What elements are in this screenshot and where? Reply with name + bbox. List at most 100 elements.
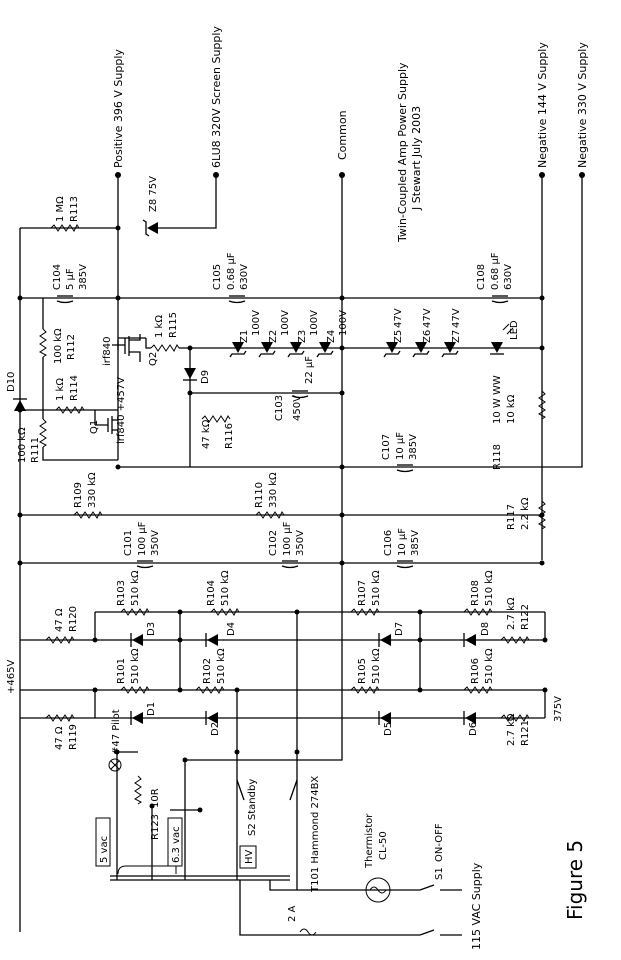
r115-name: R115 bbox=[168, 312, 179, 338]
c104-rating: 385V bbox=[78, 264, 89, 290]
c102-rating: 350V bbox=[295, 530, 306, 556]
c102-name: C102 bbox=[268, 530, 279, 556]
s1-value: ON-OFF bbox=[434, 823, 445, 862]
r107-value: 510 kΩ bbox=[371, 570, 382, 606]
c101-rating: 350V bbox=[150, 530, 161, 556]
c107: C107 10 µF 385V bbox=[381, 432, 419, 473]
c101-name: C101 bbox=[123, 530, 134, 556]
r119-value: 47 Ω bbox=[54, 726, 65, 750]
z6-name: Z6 bbox=[422, 330, 433, 343]
mains-label: 115 VAC Supply bbox=[470, 862, 483, 950]
d2: D2 bbox=[205, 710, 221, 736]
c103-name: C103 bbox=[274, 395, 285, 421]
r105-value: 510 kΩ bbox=[371, 648, 382, 684]
c108-rating: 630V bbox=[503, 264, 514, 290]
d5-label: D5 bbox=[383, 722, 394, 736]
r102-name: R102 bbox=[202, 658, 213, 684]
r113-name: R113 bbox=[69, 196, 80, 222]
c107-rating: 385V bbox=[408, 434, 419, 460]
s1-switch: S1 ON-OFF bbox=[434, 823, 445, 880]
r120-name: R120 bbox=[68, 606, 79, 632]
d10-label: D10 bbox=[6, 372, 17, 392]
q2-mosfet: irf840 Q2 bbox=[102, 334, 159, 366]
r113-value: 1 MΩ bbox=[55, 196, 66, 222]
q1-name: Q1 bbox=[89, 420, 100, 434]
r120-value: 47 Ω bbox=[54, 608, 65, 632]
q2-part: irf840 bbox=[102, 337, 113, 367]
q2-name: Q2 bbox=[148, 352, 159, 366]
r108: R108 510 kΩ bbox=[463, 570, 495, 616]
d7: D7 bbox=[378, 622, 405, 648]
secondary-63vac: 6.3 vac bbox=[167, 817, 183, 867]
r112-value: 100 kΩ bbox=[53, 328, 64, 364]
d3: D3 bbox=[130, 622, 157, 648]
r123-name: R123 bbox=[150, 814, 161, 840]
terminal-common: Common bbox=[336, 110, 349, 178]
z6: Z6 47V bbox=[412, 308, 433, 358]
d6-label: D6 bbox=[468, 722, 479, 736]
r107: R107 510 kΩ bbox=[350, 570, 382, 616]
r123: R123 10R bbox=[134, 775, 161, 840]
terminal-neg330: Negative 330 V Supply bbox=[576, 42, 589, 178]
z2-name: Z2 bbox=[268, 330, 279, 343]
z8: Z8 75V bbox=[142, 176, 159, 237]
r118-name: R118 bbox=[492, 444, 503, 470]
z8-label: Z8 75V bbox=[148, 176, 159, 212]
pilot-label: #47 Pilot bbox=[111, 709, 122, 755]
r105: R105 510 kΩ bbox=[350, 648, 382, 694]
z3: Z3 100V bbox=[287, 310, 320, 358]
secondary-hv: HV bbox=[239, 845, 257, 869]
r121: 2.7 kΩ R121 bbox=[500, 713, 531, 746]
d9-label: D9 bbox=[200, 370, 211, 384]
r121-name: R121 bbox=[520, 720, 531, 746]
r101-value: 510 kΩ bbox=[130, 648, 141, 684]
r112-name: R112 bbox=[66, 334, 77, 360]
r112: 100 kΩ R112 bbox=[39, 298, 77, 410]
r103-name: R103 bbox=[116, 580, 127, 606]
c104-value: 5 µF bbox=[65, 268, 76, 290]
r110-name: R110 bbox=[254, 482, 265, 508]
sechv-label: HV bbox=[244, 849, 255, 864]
led-label: LED bbox=[509, 320, 520, 340]
r111-name: R111 bbox=[30, 437, 41, 463]
c107-value: 10 µF bbox=[395, 432, 406, 460]
r114: 1 kΩ R114 bbox=[55, 375, 85, 414]
d7-label: D7 bbox=[394, 622, 405, 636]
q1-mosfet: Q1 irf840 +457V bbox=[89, 377, 127, 444]
s1-name: S1 bbox=[434, 867, 445, 880]
q1-part: irf840 +457V bbox=[116, 377, 127, 444]
c105: C105 0.68 µF 630V bbox=[212, 252, 250, 304]
supply-terminals: Positive 396 V Supply 6LU8 320V Screen S… bbox=[112, 26, 589, 178]
r118: 10 W WW 10 kΩ R118 bbox=[492, 375, 546, 470]
secondary-5vac: 5 vac bbox=[95, 817, 111, 867]
z4-name: Z4 bbox=[326, 330, 337, 343]
r111: 100 kΩ R111 bbox=[17, 410, 118, 463]
z1-name: Z1 bbox=[239, 330, 250, 343]
wiring bbox=[19, 175, 583, 936]
r121-value: 2.7 kΩ bbox=[506, 713, 517, 746]
c105-value: 0.68 µF bbox=[226, 252, 237, 290]
r123-value: 10R bbox=[150, 788, 161, 808]
pilot-lamp: #47 Pilot bbox=[108, 709, 122, 772]
r117-value: 2.2 kΩ bbox=[520, 497, 531, 530]
s2-standby-switch: S2 Standby bbox=[236, 779, 298, 836]
title-line-2: J Stewart July 2003 bbox=[410, 106, 423, 211]
z1: Z1 100V bbox=[229, 310, 262, 358]
r108-name: R108 bbox=[470, 580, 481, 606]
z3-name: Z3 bbox=[297, 330, 308, 343]
terminal-neg144: Negative 144 V Supply bbox=[536, 42, 549, 178]
r116-value: 47 kΩ bbox=[201, 419, 212, 449]
r104-value: 510 kΩ bbox=[220, 570, 231, 606]
c106-value: 10 µF bbox=[397, 528, 408, 556]
r118-value2: 10 kΩ bbox=[506, 394, 517, 424]
z5-name: Z5 bbox=[393, 330, 404, 343]
r116: 47 kΩ R116 bbox=[201, 415, 235, 449]
r115: 1 kΩ R115 bbox=[145, 312, 200, 352]
fuse-label: 2 A bbox=[287, 905, 298, 922]
led: LED bbox=[489, 320, 520, 355]
r114-name: R114 bbox=[69, 375, 80, 401]
therm-value: CL-50 bbox=[378, 831, 389, 860]
sec63-label: 6.3 vac bbox=[171, 826, 182, 863]
supply-label-neg144: Negative 144 V Supply bbox=[536, 42, 549, 168]
